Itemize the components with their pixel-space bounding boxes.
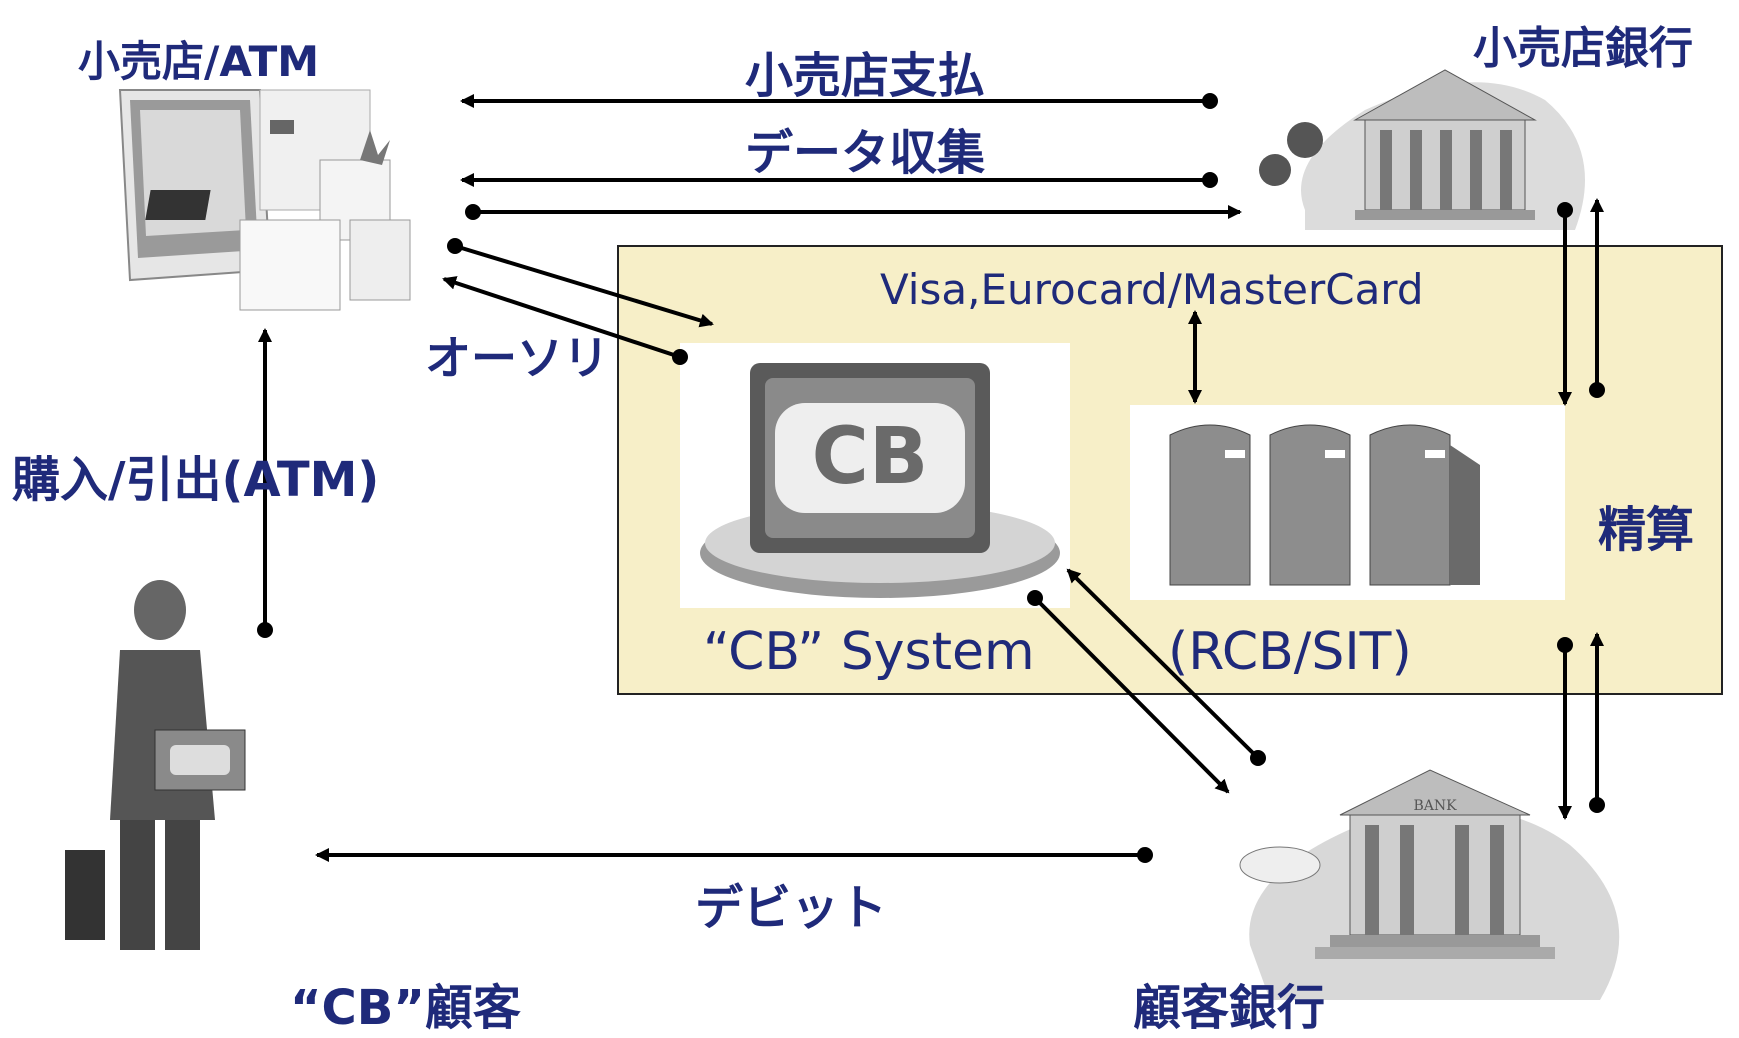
debit-label: デビット bbox=[695, 880, 888, 936]
bank-sign: BANK bbox=[1413, 798, 1457, 814]
businessman-icon bbox=[65, 580, 246, 950]
retailer-atm-label: 小売店/ATM bbox=[78, 37, 320, 86]
server-rack-icon bbox=[1169, 424, 1480, 586]
cb-to-bank-arrow bbox=[1033, 596, 1230, 794]
cb-logo-text: CB bbox=[812, 412, 929, 502]
settlement-label: 精算 bbox=[1598, 502, 1695, 558]
rcb-sit-label: (RCB/SIT) bbox=[1168, 622, 1412, 682]
bank-building-icon: BANK bbox=[1239, 769, 1620, 1000]
retail-bank-label: 小売店銀行 bbox=[1473, 23, 1693, 74]
bank-building-icon bbox=[1259, 69, 1585, 230]
authorization-label: オーソリ bbox=[425, 331, 609, 385]
networks-label: Visa,Eurocard/MasterCard bbox=[880, 265, 1424, 314]
cb-system-label: “CB” System bbox=[703, 622, 1035, 682]
cb-customer-label: “CB”顧客 bbox=[290, 980, 521, 1036]
bank-to-cb-arrow bbox=[1066, 568, 1260, 760]
data-collection-label: データ収集 bbox=[745, 125, 986, 181]
authorization-arrow-back bbox=[442, 276, 681, 359]
cb-card-terminal-icon: CB bbox=[700, 363, 1060, 598]
purchase-withdrawal-label: 購入/引出(ATM) bbox=[12, 452, 380, 508]
atm-icon bbox=[118, 89, 411, 311]
customer-bank-label: 顧客銀行 bbox=[1133, 980, 1326, 1036]
retail-payment-label: 小売店支払 bbox=[745, 48, 986, 104]
authorization-arrow-out bbox=[454, 244, 714, 328]
